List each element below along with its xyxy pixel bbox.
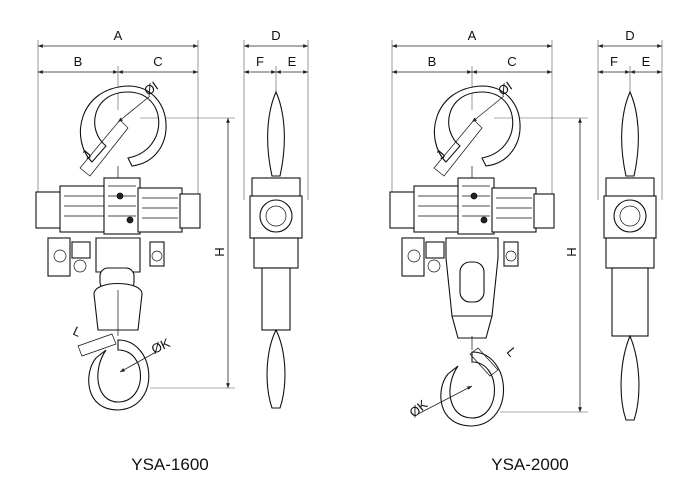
- motor-cap-right: [533, 193, 555, 229]
- motor-cap-left: [389, 191, 417, 229]
- dim-label-a: A: [468, 28, 477, 43]
- dim-label-f: F: [610, 54, 618, 69]
- model-caption: YSA-1600: [131, 455, 209, 474]
- dim-label-d: D: [625, 28, 634, 43]
- dim-label-a: A: [114, 28, 123, 43]
- model-caption: YSA-2000: [491, 455, 569, 474]
- side-top-hook: [621, 90, 639, 177]
- dim-label-d: D: [271, 28, 280, 43]
- dim-label-e: E: [642, 54, 651, 69]
- side-bottom-hook: [266, 328, 286, 409]
- motor-cap-left: [35, 191, 63, 229]
- side-bottom-hook: [620, 334, 640, 421]
- top-hook: [79, 85, 167, 167]
- side-top-hook: [267, 90, 285, 177]
- dim-label-c: C: [507, 54, 516, 69]
- dim-label-l: L: [504, 344, 520, 359]
- dim-label-k: ØK: [149, 335, 173, 357]
- top-hook: [433, 85, 521, 167]
- dim-label-l: L: [71, 323, 84, 340]
- dim-label-h: H: [564, 247, 579, 256]
- ysa-2000-drawing: A B C H J ØI L: [389, 28, 663, 474]
- dim-label-k: ØK: [406, 397, 430, 421]
- motor-cap-right: [179, 193, 201, 229]
- dim-label-e: E: [288, 54, 297, 69]
- bottom-hook: [88, 339, 150, 411]
- dim-label-b: B: [428, 54, 437, 69]
- bottom-hook: [440, 351, 504, 427]
- dim-label-c: C: [153, 54, 162, 69]
- dim-label-f: F: [256, 54, 264, 69]
- ysa-1600-drawing: A B C H J ØI: [35, 28, 309, 474]
- dim-label-h: H: [212, 247, 227, 256]
- dim-label-b: B: [74, 54, 83, 69]
